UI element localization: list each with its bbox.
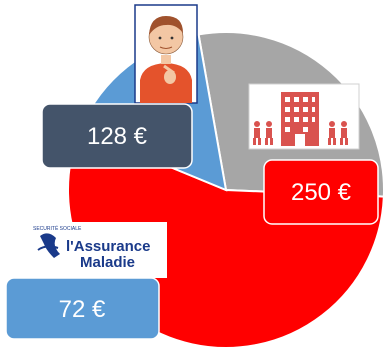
data-label-250: 250 € — [263, 159, 379, 225]
value-label-red: 250 € — [291, 179, 352, 206]
person-pictogram-icon — [134, 4, 198, 104]
value-label-gray: 128 € — [87, 123, 148, 150]
logo-small-text: SECURITÉ SOCIALE — [33, 225, 82, 232]
value-label-blue: 72 € — [59, 296, 106, 323]
logo-line1-text: l'Assurance — [66, 238, 150, 255]
building-with-people-icon — [248, 83, 360, 150]
data-label-128: 128 € — [41, 103, 193, 169]
data-label-72: 72 € — [5, 277, 160, 340]
assurance-maladie-logo: SECURITÉ SOCIALE l'Assurance Maladie — [31, 222, 167, 278]
logo-line2-text: Maladie — [80, 254, 135, 271]
